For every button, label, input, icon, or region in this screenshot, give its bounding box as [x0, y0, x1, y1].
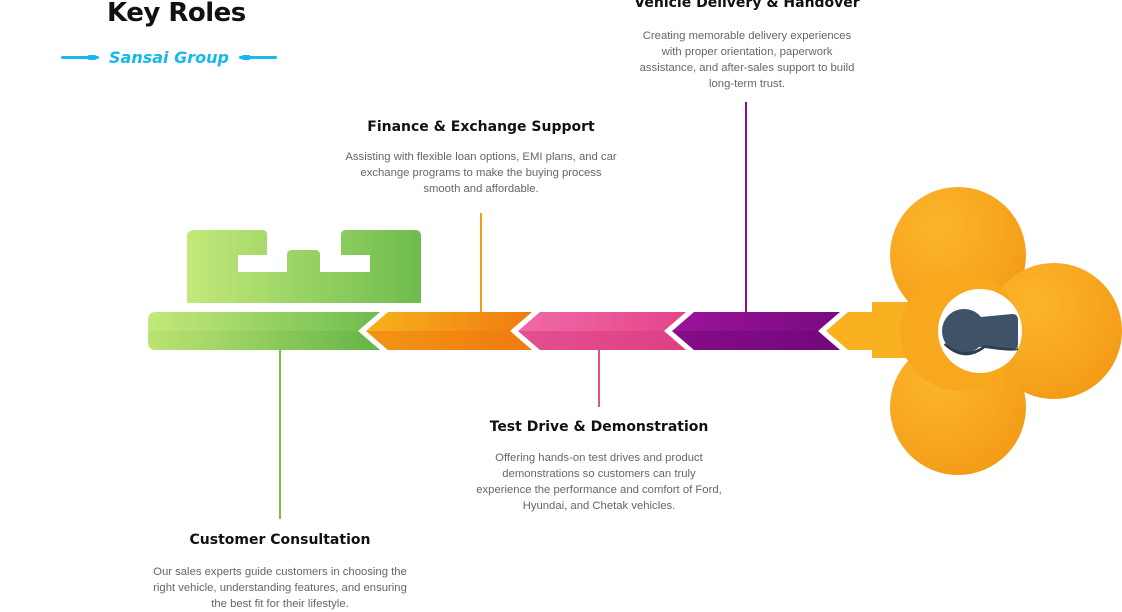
step-consultation: Customer Consultation Our sales experts …	[145, 532, 415, 612]
key-neck	[826, 302, 915, 358]
step-delivery: Vehicle Delivery & Handover Creating mem…	[617, 0, 877, 92]
step-test-drive-title: Test Drive & Demonstration	[489, 419, 709, 435]
key-bits	[187, 230, 421, 303]
subtitle-text: Sansai Group	[109, 47, 229, 67]
subtitle-banner: Sansai Group	[60, 44, 278, 70]
step-test-drive-description: Offering hands-on test drives and produc…	[476, 452, 722, 512]
step-finance: Finance & Exchange Support Assisting wit…	[340, 119, 622, 197]
step-delivery-title: Vehicle Delivery & Handover	[634, 0, 860, 11]
page-title: Key Roles	[107, 0, 246, 28]
step-finance-description: Assisting with flexible loan options, EM…	[345, 151, 617, 195]
step-consultation-title: Customer Consultation	[189, 532, 371, 548]
step-consultation-description: Our sales experts guide customers in cho…	[153, 566, 407, 610]
keyhole-icon	[942, 309, 1018, 356]
step-test-drive: Test Drive & Demonstration Offering hand…	[468, 419, 730, 514]
subtitle-left-dash	[61, 54, 100, 60]
step-delivery-description: Creating memorable delivery experiences …	[639, 30, 855, 90]
subtitle-right-dash	[238, 54, 277, 60]
step-finance-title: Finance & Exchange Support	[367, 119, 595, 135]
